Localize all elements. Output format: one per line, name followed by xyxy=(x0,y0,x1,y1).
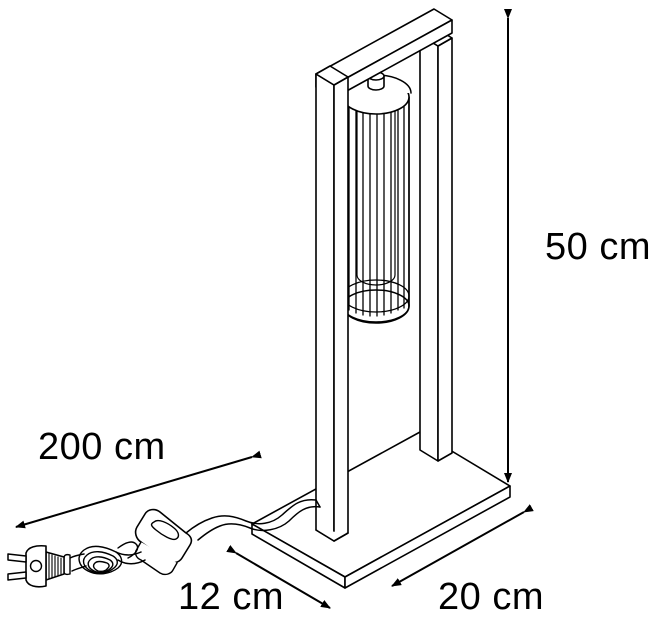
dimension-line-depth xyxy=(226,545,331,609)
rear-post xyxy=(419,26,453,462)
euro-plug xyxy=(7,544,71,588)
base-plate xyxy=(251,431,511,589)
cage-shade xyxy=(340,71,412,324)
inline-switch xyxy=(134,508,193,576)
dimension-label-height: 50 cm xyxy=(545,226,651,268)
front-post xyxy=(315,65,349,542)
cord-to-plug xyxy=(69,553,87,572)
dimension-label-cord: 200 cm xyxy=(38,426,166,468)
dimension-label-width: 20 cm xyxy=(438,576,544,618)
dimension-label-depth: 12 cm xyxy=(178,576,284,618)
dimension-line-cord xyxy=(15,450,262,529)
cord-coil xyxy=(78,541,139,575)
dimension-line-width xyxy=(391,504,534,587)
